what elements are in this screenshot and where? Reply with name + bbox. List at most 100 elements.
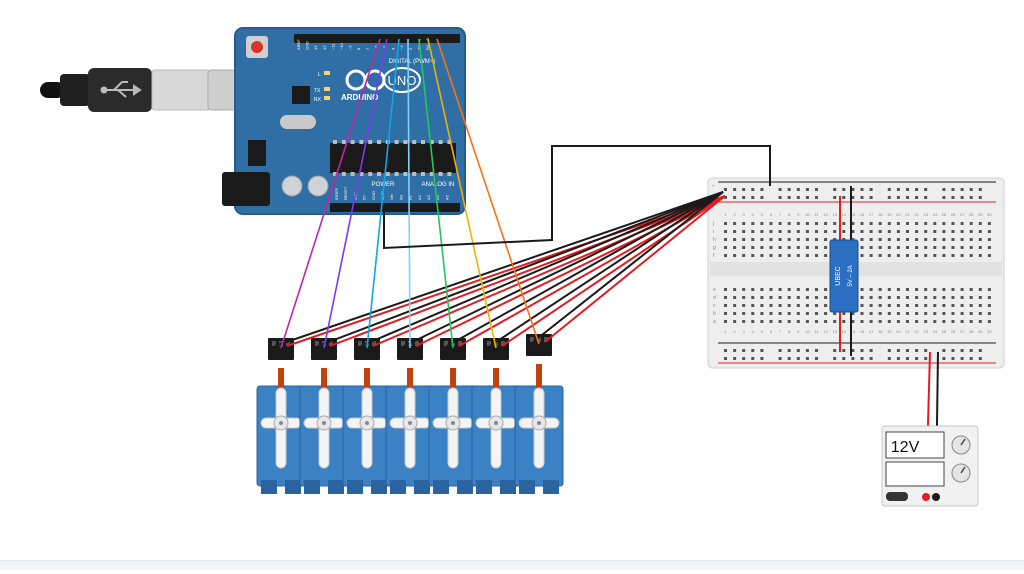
psu-positive-terminal[interactable] — [922, 493, 930, 501]
breadboard-hole[interactable] — [787, 312, 791, 315]
breadboard-hole[interactable] — [733, 312, 737, 315]
breadboard-hole[interactable] — [915, 196, 919, 199]
breadboard-hole[interactable] — [760, 196, 764, 199]
power-supply[interactable]: 12V — [881, 351, 979, 507]
breadboard-hole[interactable] — [787, 188, 791, 191]
breadboard-hole[interactable] — [742, 296, 746, 299]
breadboard-hole[interactable] — [724, 296, 727, 299]
breadboard-hole[interactable] — [987, 312, 991, 315]
breadboard-hole[interactable] — [824, 296, 828, 299]
breadboard-hole[interactable] — [742, 246, 746, 249]
breadboard-hole[interactable] — [815, 320, 818, 323]
breadboard-hole[interactable] — [742, 304, 746, 307]
breadboard-hole[interactable] — [951, 238, 955, 241]
breadboard-hole[interactable] — [833, 357, 837, 360]
breadboard-hole[interactable] — [896, 296, 900, 299]
breadboard-hole[interactable] — [987, 296, 991, 299]
breadboard-hole[interactable] — [924, 304, 928, 307]
breadboard-hole[interactable] — [969, 238, 973, 241]
breadboard-hole[interactable] — [778, 296, 782, 299]
breadboard-hole[interactable] — [860, 246, 864, 249]
breadboard-hole[interactable] — [851, 196, 855, 199]
breadboard-hole[interactable] — [851, 188, 855, 191]
breadboard-hole[interactable] — [751, 357, 755, 360]
breadboard-hole[interactable] — [887, 246, 891, 249]
breadboard-hole[interactable] — [951, 296, 955, 299]
breadboard-hole[interactable] — [805, 296, 809, 299]
breadboard-hole[interactable] — [869, 288, 873, 291]
breadboard-hole[interactable] — [796, 246, 800, 249]
breadboard-hole[interactable] — [887, 320, 891, 323]
ubec-module[interactable]: UBEC 5V – 2A — [829, 186, 859, 356]
breadboard-hole[interactable] — [906, 196, 909, 199]
breadboard-hole[interactable] — [951, 222, 955, 225]
breadboard-hole[interactable] — [733, 246, 737, 249]
breadboard-hole[interactable] — [742, 196, 746, 199]
breadboard-hole[interactable] — [915, 349, 919, 352]
breadboard-hole[interactable] — [751, 312, 755, 315]
breadboard-hole[interactable] — [878, 254, 882, 257]
breadboard-hole[interactable] — [906, 320, 909, 323]
breadboard-hole[interactable] — [906, 296, 909, 299]
breadboard-hole[interactable] — [860, 230, 864, 233]
breadboard-hole[interactable] — [842, 222, 846, 225]
breadboard-hole[interactable] — [778, 349, 782, 352]
breadboard-hole[interactable] — [924, 357, 928, 360]
breadboard-hole[interactable] — [751, 222, 755, 225]
breadboard-hole[interactable] — [924, 320, 928, 323]
breadboard-hole[interactable] — [915, 222, 919, 225]
breadboard-hole[interactable] — [906, 312, 909, 315]
breadboard-hole[interactable] — [787, 222, 791, 225]
breadboard-hole[interactable] — [969, 196, 973, 199]
breadboard-hole[interactable] — [869, 222, 873, 225]
breadboard-hole[interactable] — [887, 312, 891, 315]
breadboard-hole[interactable] — [915, 312, 919, 315]
breadboard-hole[interactable] — [787, 349, 791, 352]
breadboard-hole[interactable] — [978, 349, 982, 352]
breadboard-hole[interactable] — [751, 254, 755, 257]
breadboard-hole[interactable] — [978, 320, 982, 323]
breadboard-hole[interactable] — [860, 288, 864, 291]
breadboard-hole[interactable] — [896, 312, 900, 315]
breadboard-hole[interactable] — [751, 304, 755, 307]
breadboard-hole[interactable] — [769, 230, 773, 233]
breadboard-hole[interactable] — [987, 246, 991, 249]
breadboard-hole[interactable] — [805, 254, 809, 257]
servo-motor[interactable] — [385, 338, 435, 494]
breadboard-hole[interactable] — [742, 188, 746, 191]
breadboard-hole[interactable] — [960, 349, 964, 352]
breadboard-hole[interactable] — [906, 188, 909, 191]
breadboard-hole[interactable] — [833, 196, 837, 199]
breadboard-hole[interactable] — [860, 238, 864, 241]
breadboard-hole[interactable] — [878, 320, 882, 323]
breadboard-hole[interactable] — [933, 296, 937, 299]
breadboard-hole[interactable] — [833, 312, 837, 315]
breadboard-hole[interactable] — [951, 357, 955, 360]
breadboard-hole[interactable] — [969, 312, 973, 315]
breadboard-hole[interactable] — [951, 288, 955, 291]
breadboard-hole[interactable] — [924, 254, 928, 257]
breadboard-hole[interactable] — [951, 320, 955, 323]
breadboard-hole[interactable] — [896, 196, 900, 199]
breadboard-hole[interactable] — [915, 230, 919, 233]
breadboard-hole[interactable] — [869, 196, 873, 199]
breadboard-hole[interactable] — [887, 238, 891, 241]
breadboard-hole[interactable] — [969, 188, 973, 191]
breadboard-hole[interactable] — [851, 349, 855, 352]
breadboard-hole[interactable] — [733, 349, 737, 352]
breadboard-hole[interactable] — [896, 238, 900, 241]
breadboard-hole[interactable] — [733, 357, 737, 360]
breadboard-hole[interactable] — [842, 312, 846, 315]
breadboard-hole[interactable] — [924, 230, 928, 233]
breadboard-hole[interactable] — [869, 238, 873, 241]
breadboard-hole[interactable] — [815, 296, 818, 299]
breadboard-hole[interactable] — [842, 230, 846, 233]
breadboard-hole[interactable] — [842, 349, 846, 352]
servo-motor[interactable] — [256, 338, 306, 494]
breadboard-hole[interactable] — [778, 238, 782, 241]
breadboard-hole[interactable] — [869, 304, 873, 307]
breadboard-hole[interactable] — [805, 238, 809, 241]
breadboard-hole[interactable] — [805, 357, 809, 360]
breadboard-hole[interactable] — [751, 288, 755, 291]
breadboard-hole[interactable] — [769, 312, 773, 315]
